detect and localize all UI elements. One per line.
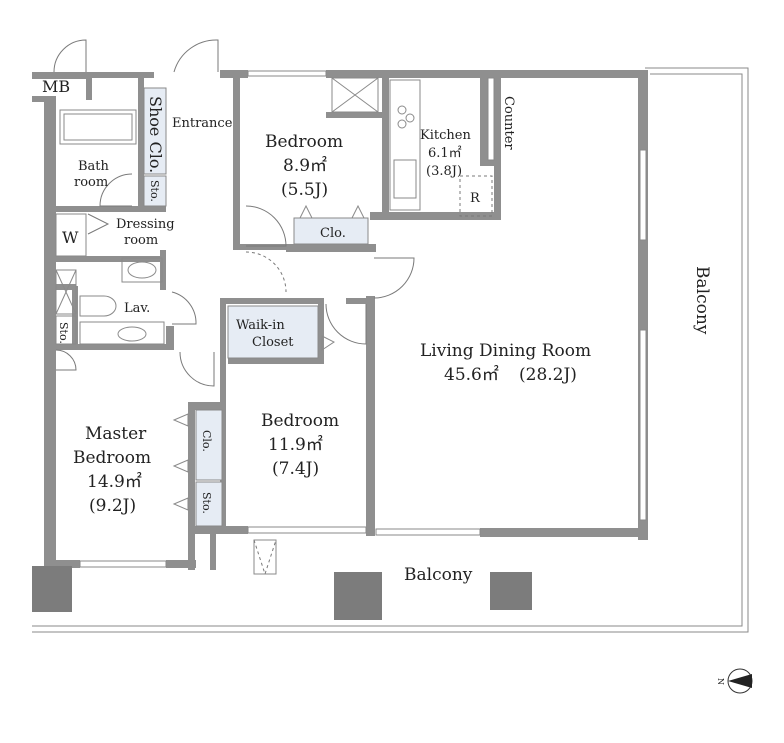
kitchen-sink xyxy=(393,159,417,199)
washer-label: W xyxy=(62,228,79,247)
east-wall xyxy=(638,70,648,540)
column xyxy=(32,566,72,612)
washbasin xyxy=(121,257,163,283)
window xyxy=(79,560,167,568)
bath-label-2: room xyxy=(74,175,108,190)
sto-lav-box xyxy=(55,269,77,315)
kitchen-area: 6.1㎡ xyxy=(428,146,462,161)
mb-wall xyxy=(32,72,92,79)
bathtub xyxy=(59,109,137,145)
washer-box xyxy=(55,213,87,257)
door-mb xyxy=(53,39,87,73)
walkin-closet-box xyxy=(227,305,319,359)
bedroom2-name: Bedroom xyxy=(261,411,339,431)
kitchen-counter xyxy=(389,79,421,211)
walkin-label-2: Closet xyxy=(252,335,294,350)
interior-walls xyxy=(56,74,501,570)
master-name-2: Bedroom xyxy=(73,448,151,468)
bedroom2-area: 11.9㎡ xyxy=(268,435,323,455)
window xyxy=(247,526,367,534)
shoe-closet-box xyxy=(143,87,167,175)
shoe-closet-label: Shoe Clo. xyxy=(146,96,165,173)
storage xyxy=(55,87,369,576)
master-sto-label: Sto. xyxy=(200,492,213,514)
bath-label-1: Bath xyxy=(78,159,110,174)
door-bedroom2 xyxy=(325,303,367,345)
column xyxy=(490,572,532,610)
bedroom2-jo: (7.4J) xyxy=(272,459,319,479)
room-labels: MB Shoe Clo. Entrance Bath room Sto. W D… xyxy=(42,77,712,585)
window xyxy=(247,70,327,77)
range-hood xyxy=(331,77,379,113)
north-arrow-icon xyxy=(728,674,752,688)
bedroom1-closet-label: Clo. xyxy=(320,226,346,241)
sto-bath-box xyxy=(143,175,167,207)
mb-label: MB xyxy=(42,77,70,96)
kitchen-name: Kitchen xyxy=(420,128,471,143)
window xyxy=(639,329,647,521)
sto-bath-label: Sto. xyxy=(148,180,161,202)
kitchen-fixtures xyxy=(331,77,495,217)
west-wall xyxy=(44,96,56,566)
windows xyxy=(79,70,647,568)
balcony-east-label: Balcony xyxy=(692,266,712,335)
dressing-label-2: room xyxy=(124,233,158,248)
doors xyxy=(53,39,415,387)
living-jo: (28.2J) xyxy=(519,365,577,385)
bedroom1-closet-box xyxy=(293,217,369,245)
bedroom1-jo: (5.5J) xyxy=(281,180,328,200)
door-bedroom1 xyxy=(245,205,287,247)
columns xyxy=(32,298,532,620)
master-area: 14.9㎡ xyxy=(87,472,142,492)
living-area: 45.6㎡ xyxy=(444,365,499,385)
door-master xyxy=(179,351,215,387)
bedroom1-name: Bedroom xyxy=(265,132,343,152)
refrigerator-label: R xyxy=(470,191,481,206)
bathroom-fixtures xyxy=(55,109,165,345)
living-name: Living Dining Room xyxy=(420,341,591,361)
window xyxy=(375,528,481,536)
master-closet-box xyxy=(195,409,223,481)
north-wall xyxy=(326,70,648,78)
door-sto xyxy=(55,349,77,371)
lav-label: Lav. xyxy=(124,301,150,316)
master-name-1: Master xyxy=(85,424,147,444)
counter-label: Counter xyxy=(501,96,516,150)
door-living xyxy=(373,257,415,299)
window xyxy=(639,149,647,241)
lav-sink xyxy=(79,321,165,345)
door-lav xyxy=(171,291,197,325)
toilet xyxy=(79,295,117,317)
compass: N xyxy=(716,668,753,694)
sto-lav-label: Sto. xyxy=(57,322,70,344)
kitchen-jo: (3.8J) xyxy=(426,164,462,179)
entrance-label: Entrance xyxy=(172,116,233,131)
door-bath xyxy=(99,173,133,207)
balcony-south-label: Balcony xyxy=(404,565,473,585)
bedroom1-area: 8.9㎡ xyxy=(283,156,327,176)
walkin-label-1: Waik-in xyxy=(236,318,285,333)
master-sto-box xyxy=(195,481,223,527)
dressing-label-1: Dressing xyxy=(116,217,175,232)
door-entrance xyxy=(173,39,219,73)
compass-label: N xyxy=(716,678,725,685)
balcony-outline xyxy=(32,67,749,633)
column xyxy=(334,572,382,620)
master-closet-label: Clo. xyxy=(200,430,213,452)
master-jo: (9.2J) xyxy=(89,496,136,516)
